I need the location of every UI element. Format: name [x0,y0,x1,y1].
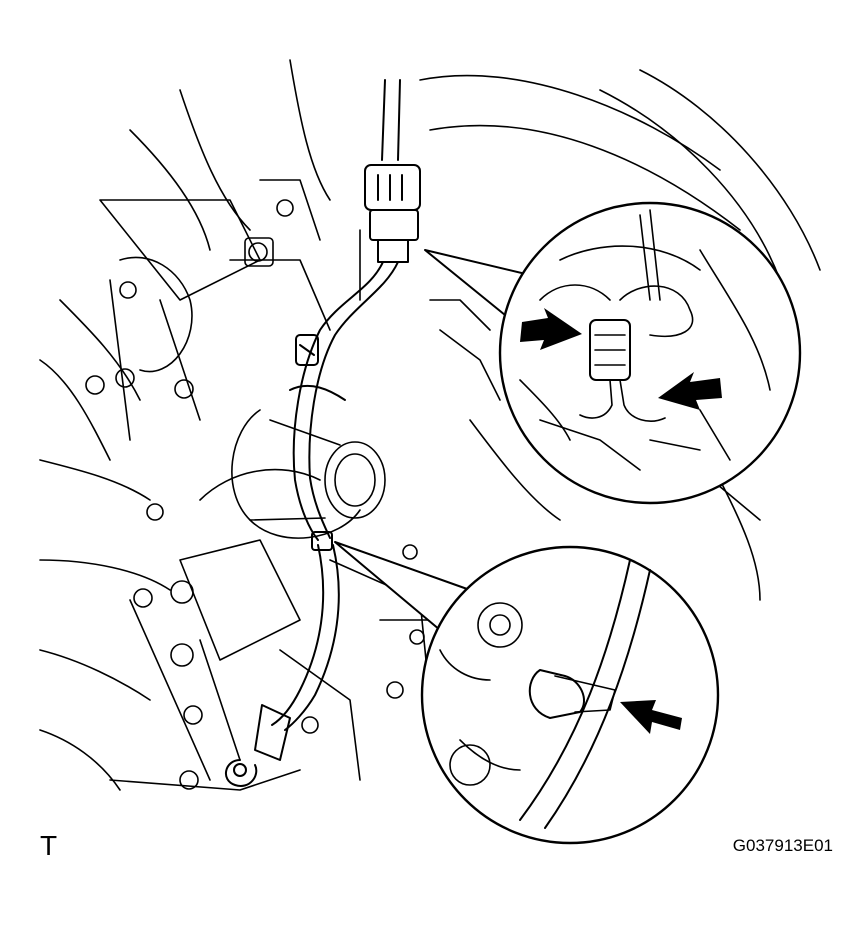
arrow-icon [520,308,582,350]
arrow-icon [658,372,722,410]
figure-code: G037913E01 [732,836,833,855]
harness-clamp [311,531,333,551]
ground-terminal [225,704,291,787]
upper-arrow-indicators [520,308,722,410]
wire-harness [271,79,401,731]
upper-detail-view [498,201,802,505]
lower-detail-view [420,545,720,845]
coolant-outlet [231,409,386,539]
view-marker: T [40,830,58,861]
arrow-icon [620,700,682,734]
bolt-heads [85,199,425,790]
temperature-sensor-connector [364,164,421,263]
